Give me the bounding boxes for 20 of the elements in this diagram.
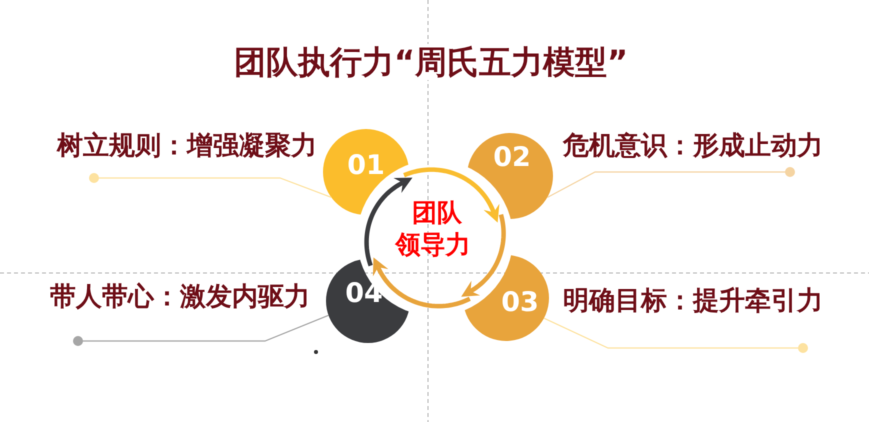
key-point-text: 危机意识：形成止动力 xyxy=(563,131,823,161)
step-circle xyxy=(463,255,549,341)
step-number: 03 xyxy=(501,289,539,317)
leader-line xyxy=(546,167,795,198)
key-point-text: 带人带心：激发内驱力 xyxy=(50,282,310,312)
step-number: 02 xyxy=(493,144,531,172)
cycle-arrow xyxy=(372,257,471,308)
step-circle xyxy=(326,259,410,343)
center-text: 团队领导力 xyxy=(394,197,472,261)
step-circle xyxy=(467,133,553,219)
leader-line xyxy=(89,173,332,198)
leader-line xyxy=(73,314,329,346)
step-number: 01 xyxy=(347,152,385,180)
cycle-arrow xyxy=(461,214,506,297)
key-point-text: 明确目标：提升牵引力 xyxy=(563,286,823,316)
cycle-arrow xyxy=(364,178,412,266)
step-circle xyxy=(323,129,409,215)
key-point-text: 树立规则：增强凝聚力 xyxy=(57,131,317,161)
leader-line xyxy=(544,318,808,353)
cycle-arrow xyxy=(403,167,500,223)
